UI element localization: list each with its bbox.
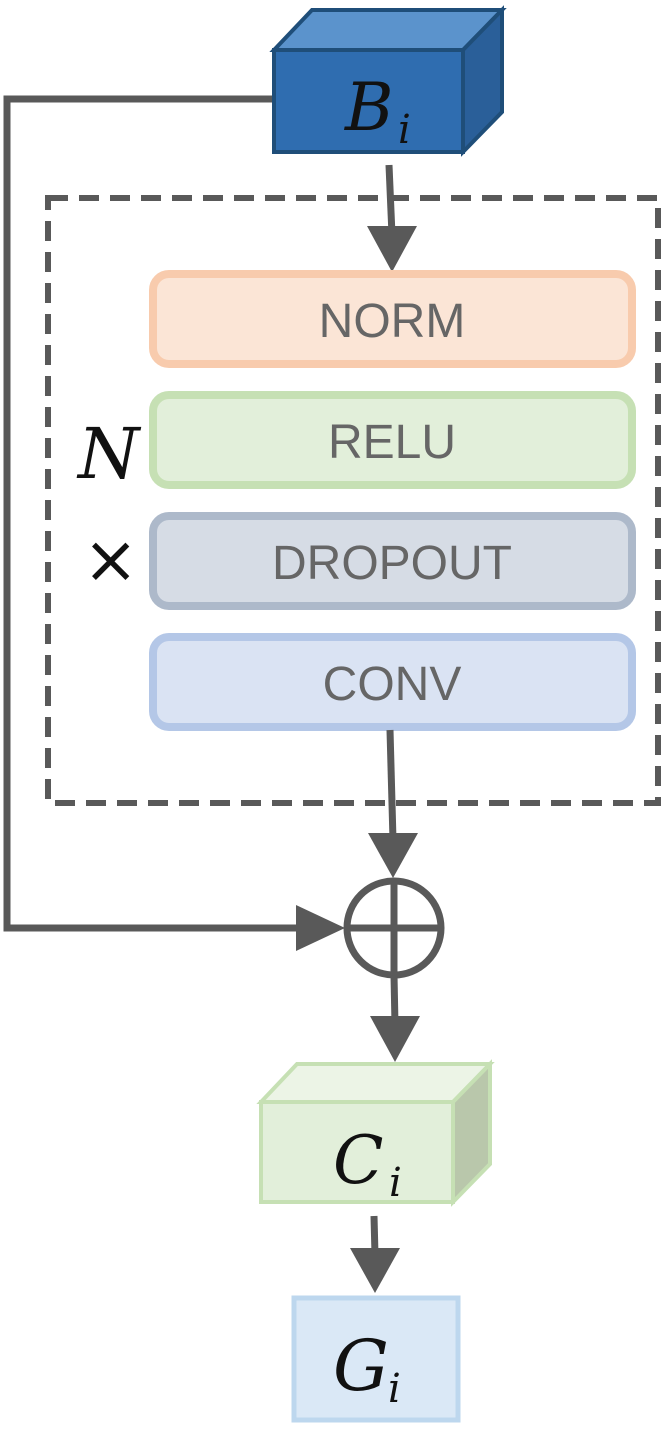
arrow-sum-to-middle-head — [370, 1016, 420, 1062]
output-tensor-symbol: G — [333, 1325, 389, 1407]
layer-relu-label: RELU — [328, 416, 456, 469]
skip-connection-arrowhead — [296, 905, 345, 951]
layer-conv-label: CONV — [323, 658, 462, 711]
layer-relu: RELU — [149, 391, 636, 489]
layer-relu-box — [149, 391, 636, 489]
arrow-input-to-norm-head — [367, 226, 417, 272]
middle-tensor-subscript: i — [389, 1160, 402, 1206]
arrow-conv-to-sum-line — [386, 729, 397, 841]
layer-dropout: DROPOUT — [149, 512, 636, 610]
layer-conv-box — [149, 633, 636, 731]
output-tensor-subscript: i — [388, 1366, 401, 1412]
layer-dropout-label: DROPOUT — [272, 537, 512, 590]
sum-node — [343, 877, 445, 979]
input-tensor-subscript: i — [398, 107, 411, 153]
layer-conv: CONV — [149, 633, 636, 731]
middle-tensor-cube: C i — [256, 1059, 495, 1207]
middle-cube-top — [256, 1062, 495, 1104]
layer-norm-label: NORM — [319, 295, 466, 348]
repeat-count-symbol: N — [76, 413, 142, 495]
middle-tensor-symbol: C — [333, 1122, 384, 1199]
middle-cube-front — [259, 1100, 455, 1204]
arrow-middle-to-output-head — [350, 1248, 400, 1293]
input-cube-front — [272, 48, 465, 154]
repeat-times-symbol: × — [83, 521, 138, 598]
layer-norm-box — [149, 270, 636, 368]
arrow-input-to-norm-line — [385, 164, 396, 236]
arrow-conv-to-sum-head — [368, 833, 418, 878]
layer-dropout-box — [149, 512, 636, 610]
skip-connection-line — [3, 95, 305, 932]
input-tensor-cube: B i — [269, 5, 507, 157]
input-tensor-symbol: B — [344, 69, 394, 146]
output-tensor-box: G i — [291, 1295, 461, 1423]
layer-norm: NORM — [149, 270, 636, 368]
repeat-block-border — [45, 195, 661, 806]
output-box — [291, 1295, 461, 1423]
